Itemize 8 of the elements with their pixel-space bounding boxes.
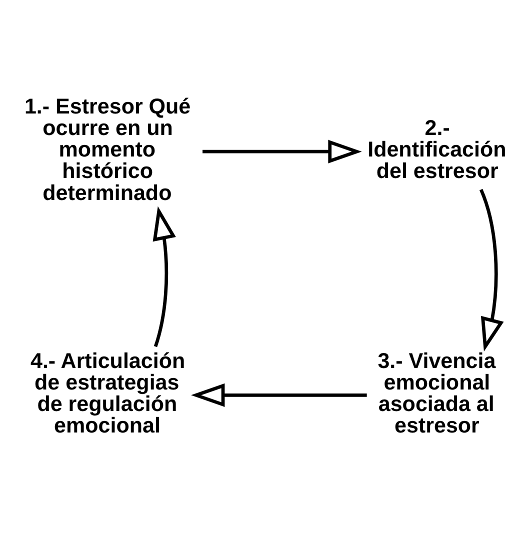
arrow: [152, 206, 176, 347]
arrow: [479, 188, 504, 351]
node-text: 2.- Identificación del estresor: [368, 116, 506, 183]
node-text: 1.- Estresor Qué ocurre en un momento histórico determinado: [24, 94, 191, 204]
node-text: 3.- Vivencia emocional asociada al estresor: [378, 348, 496, 438]
node-text: 4.- Articulación de estrategias de regulación emocional: [30, 348, 186, 438]
arrow: [202, 139, 362, 163]
arrow: [191, 382, 367, 406]
